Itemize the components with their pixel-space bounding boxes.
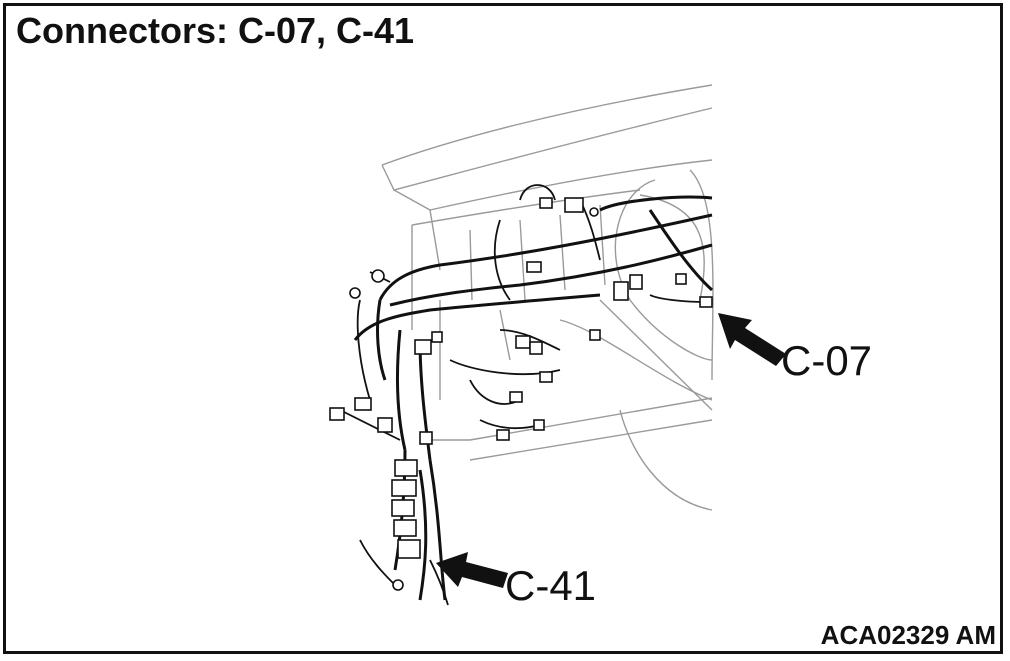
ground-terminals [349,207,599,591]
callout-c41-label: C-41 [505,562,597,609]
figure-code: ACA02329 AM [820,620,996,650]
c07-arrow [718,313,786,366]
dashboard-outline [381,84,714,511]
diagram-frame [3,3,1003,654]
callout-c07-label: C-07 [781,337,873,384]
diagram-title: Connectors: C-07, C-41 [16,10,415,51]
connector-blocks [329,197,713,559]
c41-arrow [436,552,508,588]
